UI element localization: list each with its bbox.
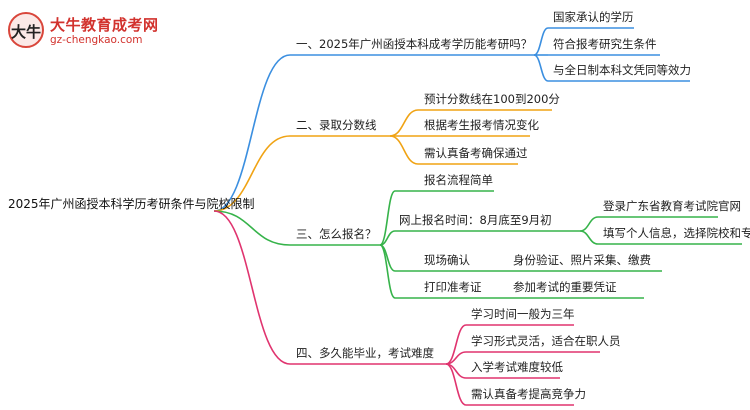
root-connector xyxy=(213,210,291,246)
branch-3-leaf: 报名流程简单 xyxy=(424,173,493,187)
branch-1-leaf: 符合报考研究生条件 xyxy=(553,37,657,51)
branch-2-leaf: 需认真备考确保通过 xyxy=(424,146,528,160)
logo-badge-text: 大牛 xyxy=(10,23,41,41)
branch-4-leaf: 需认真备考提高竞争力 xyxy=(471,387,586,401)
root-connector xyxy=(213,135,291,212)
branch-2-label: 二、录取分数线 xyxy=(296,118,377,132)
branch-4-leaf: 入学考试难度较低 xyxy=(471,360,563,374)
branch-1-leaf: 国家承认的学历 xyxy=(553,10,634,24)
branch-4-connector xyxy=(445,363,467,406)
branch-4-leaf: 学习形式灵活，适合在职人员 xyxy=(471,334,621,348)
branch-4-label: 四、多久能毕业，考试难度 xyxy=(296,346,434,360)
branch-2-connector xyxy=(389,109,419,137)
logo-title: 大牛教育成考网 xyxy=(50,16,159,34)
branch-1-label: 一、2025年广州函授本科成考学历能考研吗？ xyxy=(296,37,533,51)
logo-url: gz-chengkao.com xyxy=(50,34,143,46)
branch-3-subleaf: 参加考试的重要凭证 xyxy=(513,280,617,294)
branch-4-leaf: 学习时间一般为三年 xyxy=(471,307,575,321)
site-logo[interactable]: 大牛 大牛教育成考网 gz-chengkao.com xyxy=(2,10,172,54)
branch-3-subleaf: 身份验证、照片采集、缴费 xyxy=(513,253,651,267)
branch-1-leaf: 与全日制本科文凭同等效力 xyxy=(553,63,691,77)
branch-1-connector xyxy=(533,27,549,56)
branch-2-connector xyxy=(389,135,419,165)
branch-3-sub-connector xyxy=(579,230,599,245)
branch-3-sub-connector xyxy=(579,216,599,232)
branch-3-subleaf: 登录广东省教育考试院官网 xyxy=(603,199,741,213)
branch-2-leaf: 预计分数线在100到200分 xyxy=(424,92,560,106)
mindmap-root: 2025年广州函授本科学历考研条件与院校限制 xyxy=(8,197,255,211)
branch-3-label: 三、怎么报名？ xyxy=(296,227,377,241)
branch-3-connector xyxy=(379,190,396,246)
branch-2-leaf: 根据考生报考情况变化 xyxy=(424,118,539,132)
branch-1-connector xyxy=(533,54,549,82)
logo-badge-icon: 大牛 xyxy=(8,12,44,48)
branch-3-leaf: 网上报名时间：8月底至9月初 xyxy=(399,213,552,227)
branch-3-leaf: 现场确认 xyxy=(424,253,470,267)
branch-3-connector xyxy=(379,244,396,299)
root-connector xyxy=(213,210,291,365)
branch-3-subleaf: 填写个人信息，选择院校和专业 xyxy=(603,226,750,240)
branch-3-leaf: 打印准考证 xyxy=(424,280,482,294)
root-connector xyxy=(213,54,291,212)
